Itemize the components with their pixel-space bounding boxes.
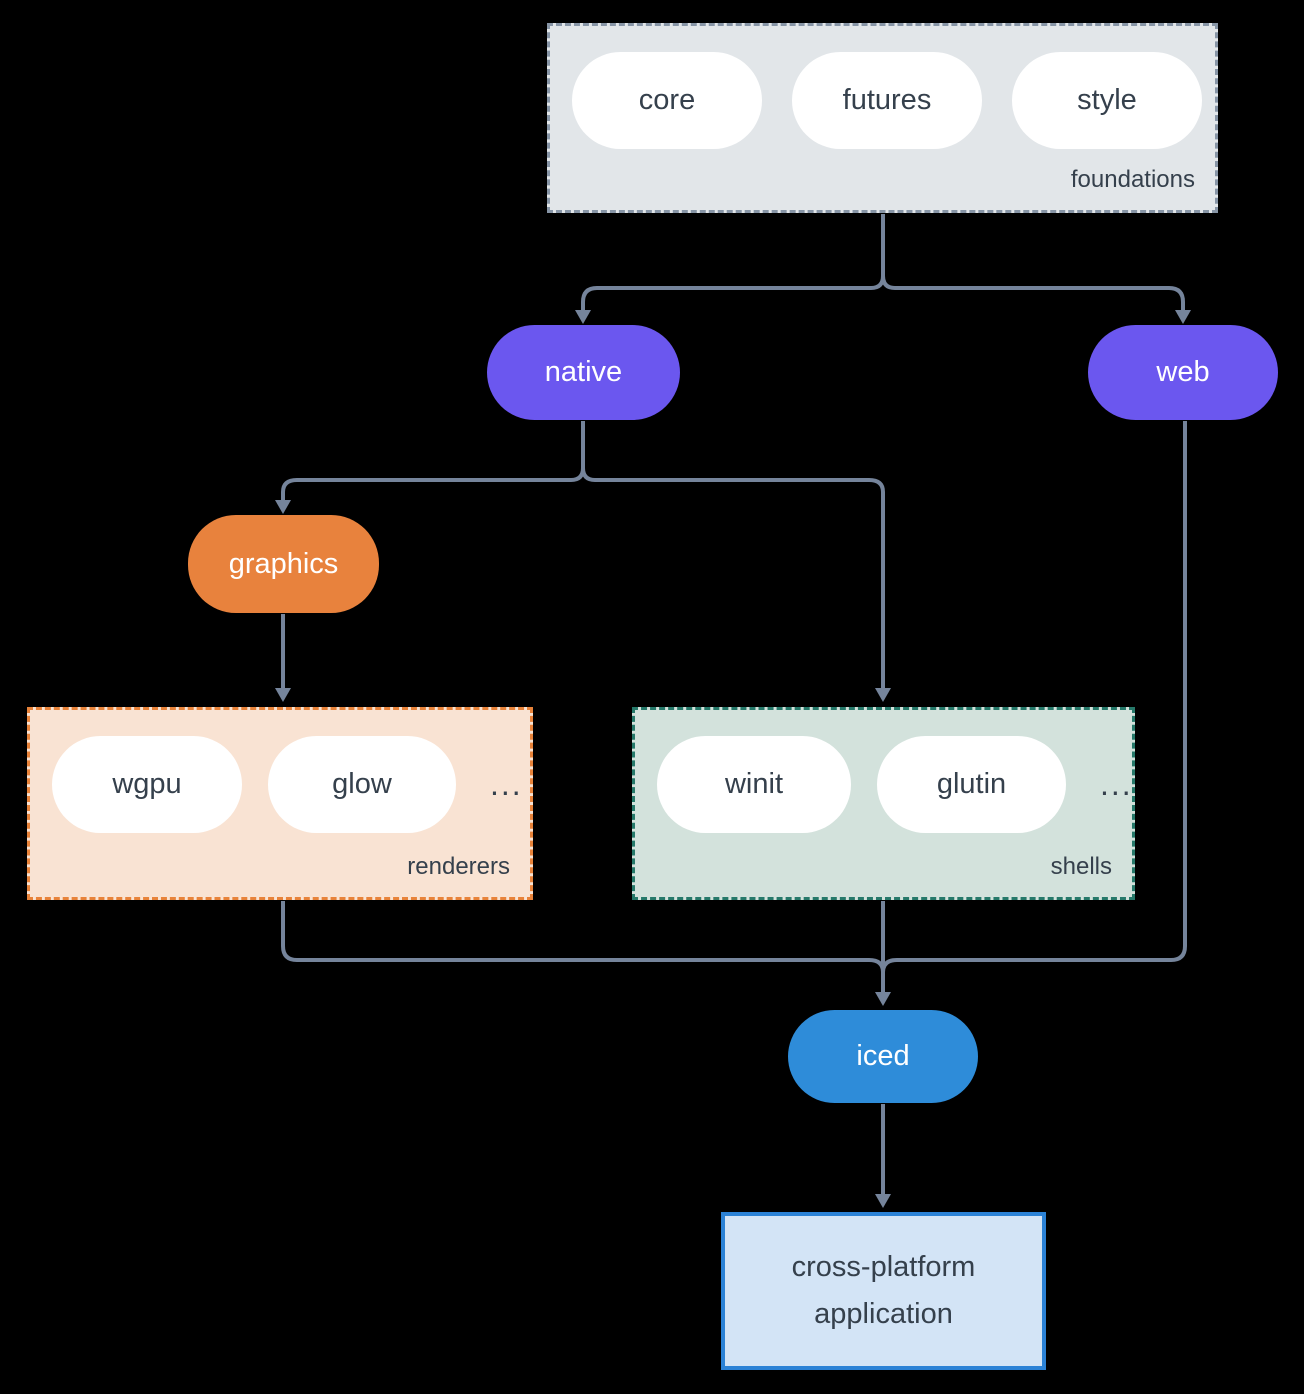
node-native: native xyxy=(487,325,680,420)
foundations-group-label: foundations xyxy=(1070,166,1195,193)
node-core: core xyxy=(572,52,762,149)
renderers-group-label: renderers xyxy=(407,853,510,880)
edge-native-graphics xyxy=(281,421,585,500)
node-style: style xyxy=(1012,52,1202,149)
node-web-label: web xyxy=(1156,356,1210,388)
node-graphics: graphics xyxy=(188,515,379,613)
arrowhead-iced xyxy=(875,992,891,1006)
shells-ellipsis: ... xyxy=(1100,766,1133,802)
node-winit-label: winit xyxy=(724,768,783,800)
arrowhead-shells xyxy=(875,688,891,702)
node-core-label: core xyxy=(638,84,696,116)
node-futures: futures xyxy=(792,52,982,149)
node-futures-label: futures xyxy=(842,84,932,116)
node-winit: winit xyxy=(657,736,851,833)
edge-foundations-web xyxy=(881,275,1185,310)
node-glutin: glutin xyxy=(877,736,1066,833)
node-iced: iced xyxy=(788,1010,978,1103)
arrowhead-graphics xyxy=(275,500,291,514)
node-web: web xyxy=(1088,325,1278,420)
arrowhead-renderers xyxy=(275,688,291,702)
node-style-label: style xyxy=(1077,84,1137,116)
arrowhead-web xyxy=(1175,310,1191,324)
arrowhead-application xyxy=(875,1194,891,1208)
node-glutin-label: glutin xyxy=(936,768,1007,800)
foundations-group: core futures style foundations xyxy=(547,23,1218,213)
node-glow-label: glow xyxy=(332,768,392,800)
arrowhead-native xyxy=(575,310,591,324)
node-iced-label: iced xyxy=(856,1040,910,1072)
edge-renderers-iced xyxy=(281,901,885,973)
renderers-ellipsis: ... xyxy=(490,766,523,802)
edge-native-shells xyxy=(581,467,885,688)
foundations-pill-row: core futures style xyxy=(572,52,1202,149)
shells-group: winit glutin ... shells xyxy=(632,707,1135,900)
node-native-label: native xyxy=(544,356,623,388)
node-wgpu: wgpu xyxy=(52,736,242,833)
application-label-line1: cross-platform xyxy=(791,1251,976,1283)
application-label-line2: application xyxy=(814,1298,953,1330)
renderers-pill-row: wgpu glow ... xyxy=(52,736,523,833)
node-graphics-label: graphics xyxy=(228,547,339,580)
shells-group-label: shells xyxy=(1050,853,1112,880)
edge-foundations-native xyxy=(581,214,885,310)
shells-pill-row: winit glutin ... xyxy=(657,736,1133,833)
node-wgpu-label: wgpu xyxy=(112,768,182,800)
renderers-group: wgpu glow ... renderers xyxy=(27,707,533,900)
node-glow: glow xyxy=(268,736,456,833)
node-application: cross-platform application xyxy=(721,1212,1046,1370)
